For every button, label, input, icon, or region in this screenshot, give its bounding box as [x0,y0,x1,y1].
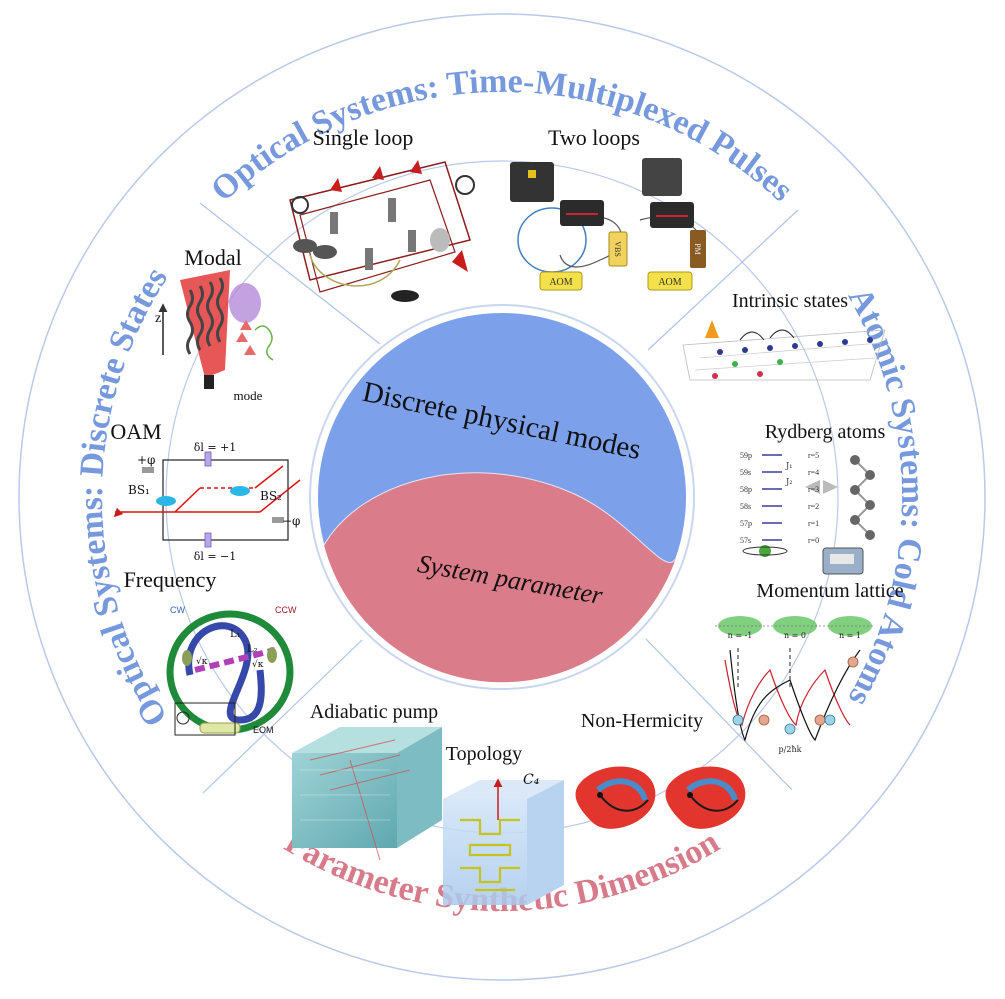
svg-text:59p: 59p [740,451,752,460]
topology-c4: C₄ [523,772,540,788]
freq-kappa-2: √κ [252,659,264,670]
freq-cw: CW [170,605,185,615]
two-loops-vbs: VBS [613,241,622,257]
two-loops-aom-b: AOM [658,277,681,288]
two-loops-illustration [510,158,706,291]
svg-text:58p: 58p [740,485,752,494]
oam-plus-phi: +φ [137,453,155,467]
oam-delta-bottom: δl = −1 [194,550,237,563]
non-hermicity-illustration [575,766,746,829]
oam-minus-phi: −φ [282,514,300,528]
svg-text:57p: 57p [740,519,752,528]
rydberg-j1: J₁ [785,461,792,470]
sector-dividers [199,202,799,794]
modal-axis-z: z [155,311,161,326]
svg-text:59s: 59s [740,468,751,477]
freq-l1: L₁ [230,629,241,640]
svg-text:r=1: r=1 [808,519,819,528]
svg-text:r=3: r=3 [808,485,819,494]
modal-caption: mode [234,388,263,403]
label-frequency: Frequency [124,567,217,592]
oam-illustration [113,451,301,548]
label-non-hermicity: Non-Hermicity [581,710,703,732]
label-single-loop: Single loop [313,125,414,150]
outer-ring [18,13,986,981]
center-yinyang [309,304,695,690]
freq-kappa-1: √κ [196,656,208,667]
label-momentum-lattice: Momentum lattice [756,580,903,602]
svg-text:57s: 57s [740,536,751,545]
adiabatic-pump-illustration [292,727,442,861]
momentum-axis-label: p/2ħk [779,745,802,754]
svg-text:58s: 58s [740,502,751,511]
label-rydberg-atoms: Rydberg atoms [765,421,886,443]
two-loops-pm: PM [693,243,702,255]
modal-illustration [158,270,274,389]
two-loops-aom-a: AOM [549,277,572,288]
svg-text:r=5: r=5 [808,451,819,460]
momentum-illustration [715,616,875,742]
freq-l2: L₂ [247,644,258,655]
label-modal: Modal [184,245,241,270]
frequency-illustration [166,610,294,736]
intrinsic-states-illustration [682,320,886,381]
ring-title-right: Atomic Systems: Cold Atoms [841,282,932,713]
ring-title-left: Optical Systems: Discrete States [73,261,175,733]
label-topology: Topology [446,743,522,765]
freq-eom: EOM [253,725,274,735]
oam-bs2: BS₂ [260,489,282,503]
oam-delta-top: δl = +1 [194,441,237,454]
freq-ccw: CCW [275,605,297,615]
svg-text:r=4: r=4 [808,468,819,477]
svg-text:n = 1: n = 1 [839,631,861,640]
svg-text:n = 0: n = 0 [784,631,806,640]
rydberg-level-labels: 59p 59s 58p 58s 57p 57s [740,451,752,545]
momentum-n-labels: n = -1 n = 0 n = 1 [728,631,861,640]
topology-illustration [443,778,564,905]
rydberg-illustration [742,454,875,575]
rydberg-j2: J₂ [785,477,792,486]
svg-text:r=2: r=2 [808,502,819,511]
svg-text:r=0: r=0 [808,536,819,545]
svg-text:n = -1: n = -1 [728,631,753,640]
label-two-loops: Two loops [548,125,640,150]
label-oam: OAM [110,419,161,444]
rydberg-r-labels: r=5 r=4 r=3 r=2 r=1 r=0 [808,451,819,545]
ring-title-top: Optical Systems: Time-Multiplexed Pulses [204,63,800,209]
label-adiabatic-pump: Adiabatic pump [310,701,438,723]
oam-bs1: BS₁ [128,483,150,497]
label-intrinsic-states: Intrinsic states [732,290,848,312]
single-loop-illustration [289,160,475,302]
